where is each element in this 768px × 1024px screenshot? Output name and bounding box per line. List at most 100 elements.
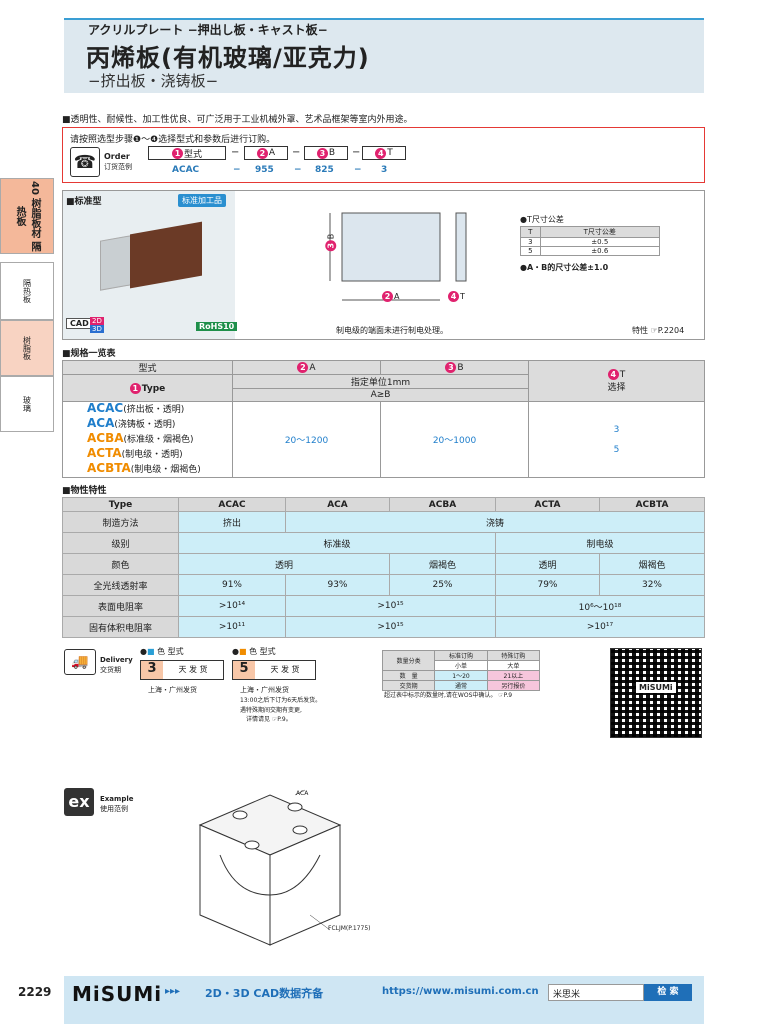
t-value: 3: [613, 424, 620, 435]
row-label: 全光线透射率: [62, 574, 179, 596]
type-acba: ACBA(标准级・烟褐色): [87, 431, 194, 446]
side-tab-active[interactable]: 40 树脂板材 隔热板: [0, 178, 54, 254]
delivery-note5: 详情请见 ☞P.9。: [246, 716, 292, 723]
a-range: 20～1200: [232, 401, 381, 478]
qty-cell: 大单: [486, 660, 541, 671]
cell: 烟褐色: [389, 553, 496, 575]
order-value-a: 955: [255, 165, 274, 175]
dash: −: [233, 165, 241, 175]
qty-cell: 交货期: [381, 680, 436, 691]
page-subtitle: −挤出板・浇铸板−: [88, 72, 219, 90]
plate-drawing: [329, 212, 467, 301]
example-icon: ex: [64, 788, 94, 816]
spec-unit: 指定单位1mm: [232, 374, 529, 389]
cad-label: CAD: [66, 318, 93, 329]
standard-badge: 标准加工品: [178, 194, 226, 207]
cell: 浇铸: [285, 511, 705, 533]
props-header: ACTA: [495, 497, 600, 512]
phone-icon: ☎: [70, 147, 100, 177]
props-title: ■物性特性: [62, 486, 107, 496]
row-label: 制造方法: [62, 511, 179, 533]
search-input[interactable]: 米思米: [548, 984, 644, 1001]
cell: 32%: [599, 574, 705, 596]
qr-code[interactable]: [610, 648, 702, 738]
order-box: [62, 127, 705, 183]
standard-section: [62, 190, 705, 340]
cell: 烟褐色: [599, 553, 705, 575]
footer-cad-text: 2D・3D CAD数据齐备: [205, 987, 324, 1000]
delivery-en: Delivery: [100, 656, 133, 664]
rohs-badge: RoHS10: [196, 322, 238, 331]
delivery-color2: ●■ 色 型式: [232, 647, 276, 656]
row-label: 固有体积电阻率: [62, 616, 179, 638]
props-header: ACAC: [178, 497, 286, 512]
order-instruction: 请按照选型步骤❶～❹选择型式和参数后进行订购。: [70, 135, 276, 145]
cell: 93%: [285, 574, 390, 596]
side-tab-glass[interactable]: 玻璃: [0, 376, 54, 432]
side-tab-insulation[interactable]: 隔热板: [0, 262, 54, 320]
dim-b-label: 3B: [325, 234, 337, 252]
cell: 79%: [495, 574, 600, 596]
page-title: 丙烯板(有机玻璃/亚克力): [86, 44, 370, 72]
truck-icon: 🚚: [64, 649, 96, 675]
dash: −: [352, 147, 361, 158]
cell: 挤出: [178, 511, 286, 533]
delivery-note4: 遇特殊期间交期有变更,: [240, 707, 302, 714]
type-acac: ACAC(挤出板・透明): [87, 401, 185, 416]
example-cn: 使用范例: [100, 805, 128, 813]
cell: >10¹⁷: [495, 616, 705, 638]
example-en: Example: [100, 795, 134, 803]
props-header: ACBA: [389, 497, 496, 512]
dash: −: [294, 165, 302, 175]
cad-2d-badge[interactable]: 2D: [90, 317, 104, 325]
header-bar: [64, 18, 704, 93]
misumi-logo: MiSUMi: [72, 982, 163, 1006]
spec-header-type: 型式: [62, 360, 233, 375]
qty-header: 数量分类: [381, 650, 436, 671]
property-ref-link[interactable]: 特性 ☞P.2204: [632, 326, 685, 335]
example-drawing: [198, 789, 342, 946]
type-acta: ACTA(制电级・透明): [87, 446, 183, 461]
side-tab-resin[interactable]: 树脂板: [0, 320, 54, 376]
row-label: 级别: [62, 532, 179, 554]
qty-cell: 21以上: [486, 670, 541, 681]
cell: 标准级: [178, 532, 496, 554]
qty-header: 标准订购: [434, 650, 488, 661]
search-button[interactable]: 检 索: [644, 984, 692, 1001]
page-number: 2229: [18, 985, 52, 999]
order-label-en: Order: [104, 152, 130, 161]
order-label-cn: 订货范例: [104, 163, 132, 171]
spec-ab: A≥B: [232, 388, 529, 402]
dash: −: [231, 147, 240, 158]
cell: 10⁶～10¹⁸: [495, 595, 705, 617]
cell: >10¹¹: [178, 616, 286, 638]
ab-tolerance: ●A・B的尺寸公差±1.0: [520, 263, 609, 272]
label-fcljm[interactable]: FCLJM(P.1775): [328, 925, 371, 932]
cad-3d-badge[interactable]: 3D: [90, 325, 104, 333]
props-header: Type: [62, 497, 179, 512]
row-label: 颜色: [62, 553, 179, 575]
antistatic-note: 制电级的端面未进行制电处理。: [336, 326, 448, 335]
cell: 制电级: [495, 532, 705, 554]
cell: 25%: [389, 574, 496, 596]
footer-url[interactable]: https://www.misumi.com.cn: [382, 986, 539, 997]
b-range: 20～1000: [380, 401, 529, 478]
order-value-t: 3: [381, 165, 388, 175]
dash: −: [292, 147, 301, 158]
props-header: ACBTA: [599, 497, 705, 512]
header-jp-title: アクリルプレート −押出し板・キャスト板−: [88, 23, 328, 37]
t-value: 5: [613, 444, 620, 455]
tol-header-tol: T尺寸公差: [539, 226, 661, 238]
qty-cell: 数 量: [381, 670, 436, 681]
